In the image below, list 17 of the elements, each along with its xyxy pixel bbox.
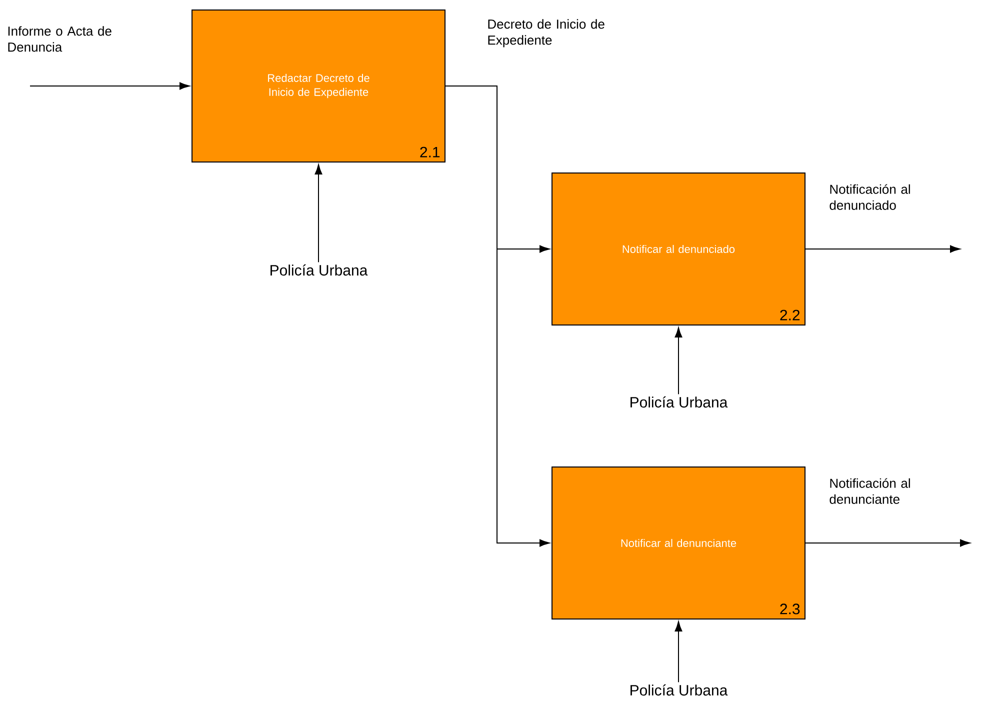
edge-label: Informe o Acta de Denuncia [8,26,112,52]
process-box: Notificar al denunciado 2.2 [552,172,806,326]
arrow [30,82,190,90]
process-box: Redactar Decreto de Inicio de Expediente 2.1 [192,10,446,162]
arrow [314,164,322,263]
edge-label: Decreto de Inicio de Expediente [488,19,604,48]
arrow [445,86,550,547]
process-box: Notificar al denunciante 2.3 [552,466,806,620]
edge-label: Notificación al denunciado [830,184,910,210]
control-label: Policía Urbana [270,264,368,276]
edge-label: Notificación al denunciante [830,478,910,504]
control-label: Policía Urbana [630,684,728,696]
arrow [674,621,682,683]
arrow [805,539,970,547]
arrow [674,327,682,395]
arrow [805,245,960,253]
control-label: Policía Urbana [630,396,728,408]
